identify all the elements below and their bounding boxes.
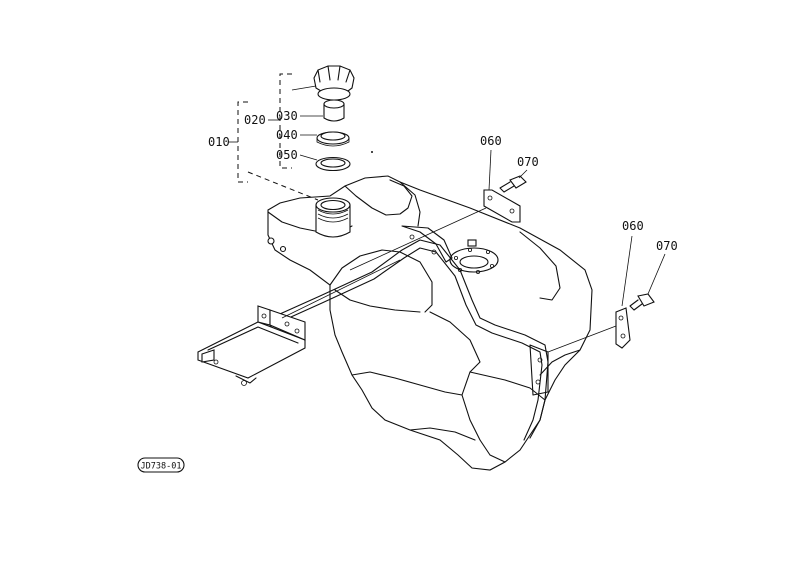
callout-040: 040 [276,128,298,142]
fuel-gauge-flange [449,239,499,274]
filler-neck [315,197,351,238]
callout-070-left: 070 [517,155,539,169]
callout-020: 020 [244,113,266,127]
figure-code: JD738-01 [141,462,182,472]
tank-strap [261,225,549,441]
callout-050: 050 [276,148,298,162]
callout-030: 030 [276,109,298,123]
side-bracket-right [615,307,631,349]
callout-010: 010 [208,135,230,149]
cap-gasket [315,156,351,172]
fuel-tank [267,175,593,471]
bolt-right [629,293,655,311]
callout-060-left: 060 [480,134,502,148]
callout-070-right: 070 [656,239,678,253]
cap-ring [316,131,350,147]
bolt-left [499,175,527,193]
mounting-bracket-plate [197,305,306,386]
side-bracket-left [483,189,521,223]
cap-filter [323,99,345,122]
callout-060-right: 060 [622,219,644,233]
filler-cap [313,65,355,101]
figure-code-badge: JD738-01 [137,457,185,473]
